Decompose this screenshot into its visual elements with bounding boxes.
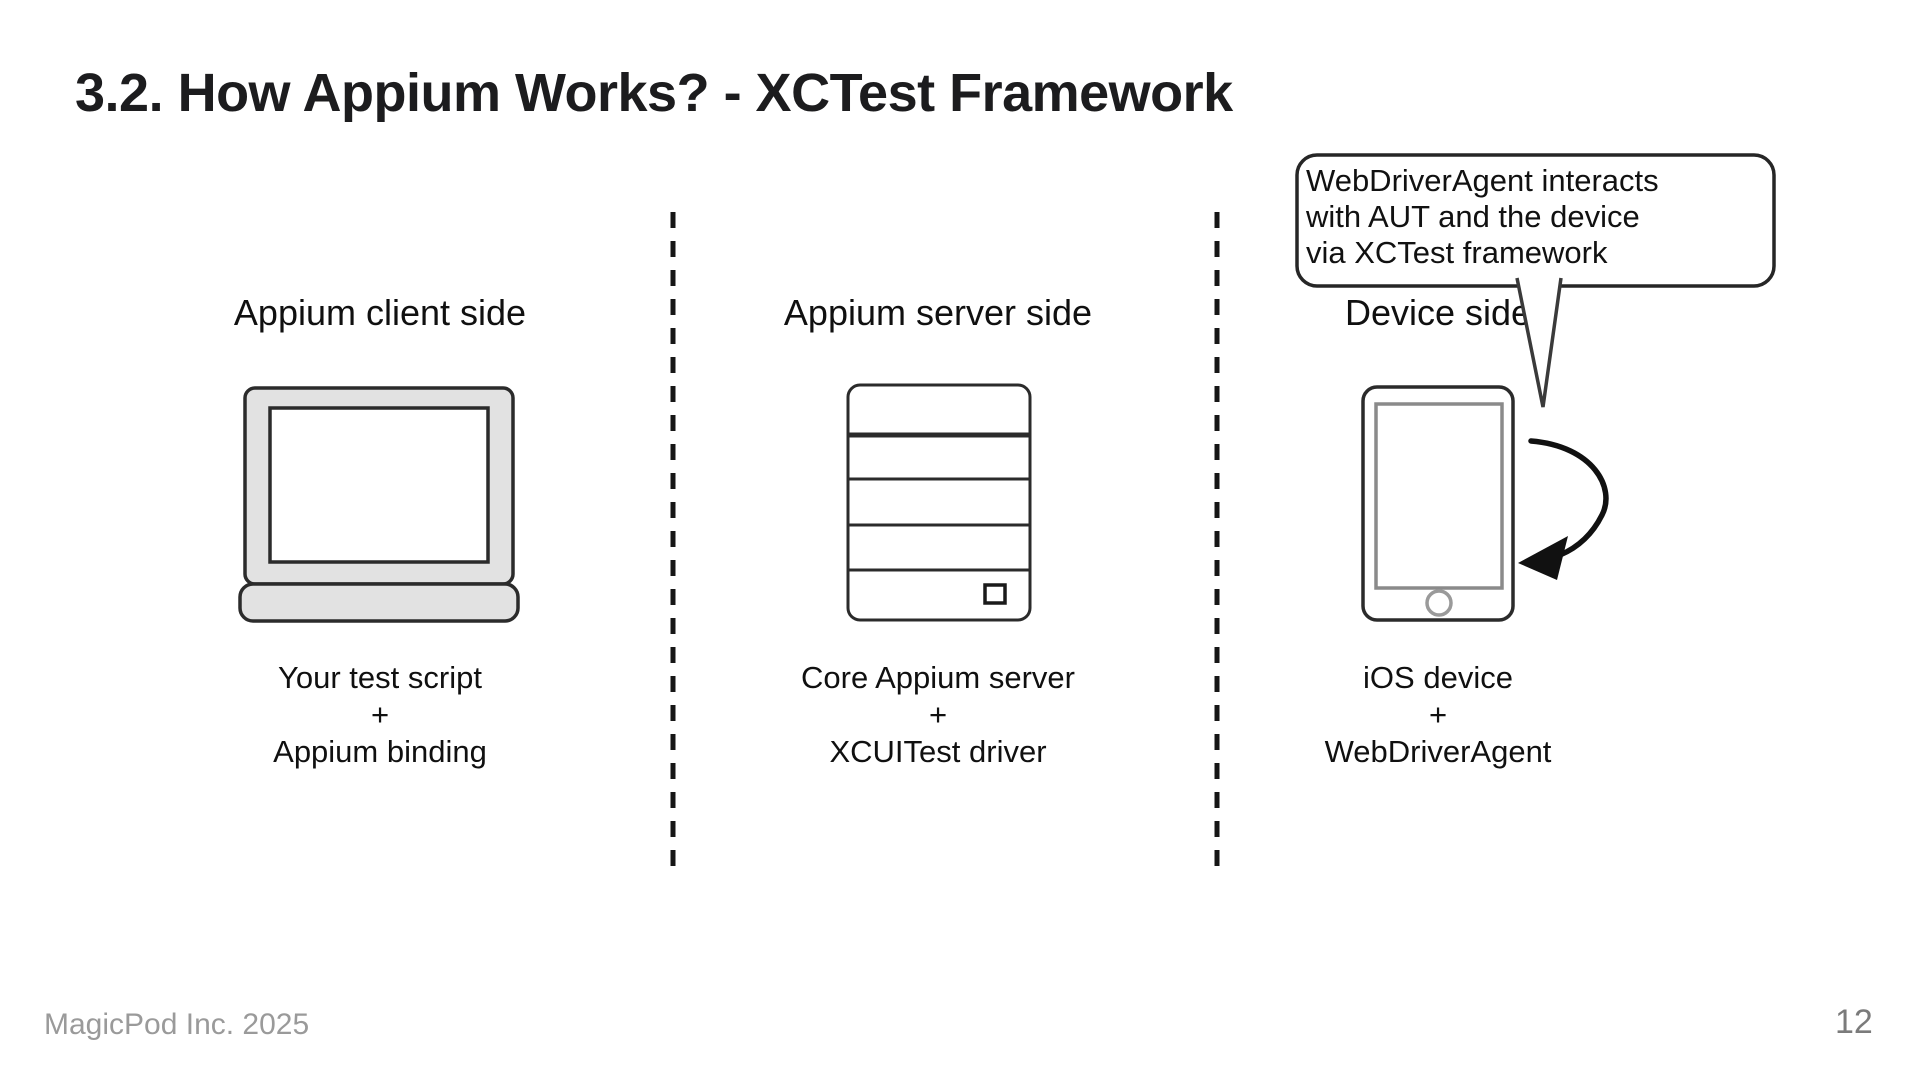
column-label-device: iOS device + WebDriverAgent <box>1238 659 1638 770</box>
footer-company: MagicPod Inc. 2025 <box>44 1008 310 1041</box>
curved-arrow-icon <box>1518 438 1609 580</box>
label-line: + <box>928 697 948 732</box>
label-line: Appium binding <box>273 734 487 769</box>
page-number: 12 <box>1835 1003 1873 1041</box>
label-line: WebDriverAgent <box>1324 734 1552 769</box>
server-icon <box>846 383 1032 622</box>
column-heading-client: Appium client side <box>233 292 527 333</box>
mobile-device-icon <box>1361 385 1515 622</box>
label-line: + <box>370 697 390 732</box>
column-label-server: Core Appium server + XCUITest driver <box>738 659 1138 770</box>
label-line: XCUITest driver <box>829 734 1047 769</box>
speech-bubble <box>1295 153 1776 408</box>
label-line: Core Appium server <box>801 660 1075 695</box>
callout-line: via XCTest framework <box>1306 235 1608 270</box>
callout-line: with AUT and the device <box>1306 199 1640 234</box>
label-line: iOS device <box>1363 660 1513 695</box>
slide-title: 3.2. How Appium Works? - XCTest Framewor… <box>75 63 1233 123</box>
laptop-icon <box>238 386 520 623</box>
column-heading-device: Device side <box>1344 292 1532 333</box>
callout-line: WebDriverAgent interacts <box>1306 163 1659 198</box>
callout-text: WebDriverAgent interacts with AUT and th… <box>1306 163 1766 271</box>
label-line: Your test script <box>278 660 482 695</box>
label-line: + <box>1428 697 1448 732</box>
column-heading-server: Appium server side <box>783 292 1093 333</box>
column-label-client: Your test script + Appium binding <box>180 659 580 770</box>
